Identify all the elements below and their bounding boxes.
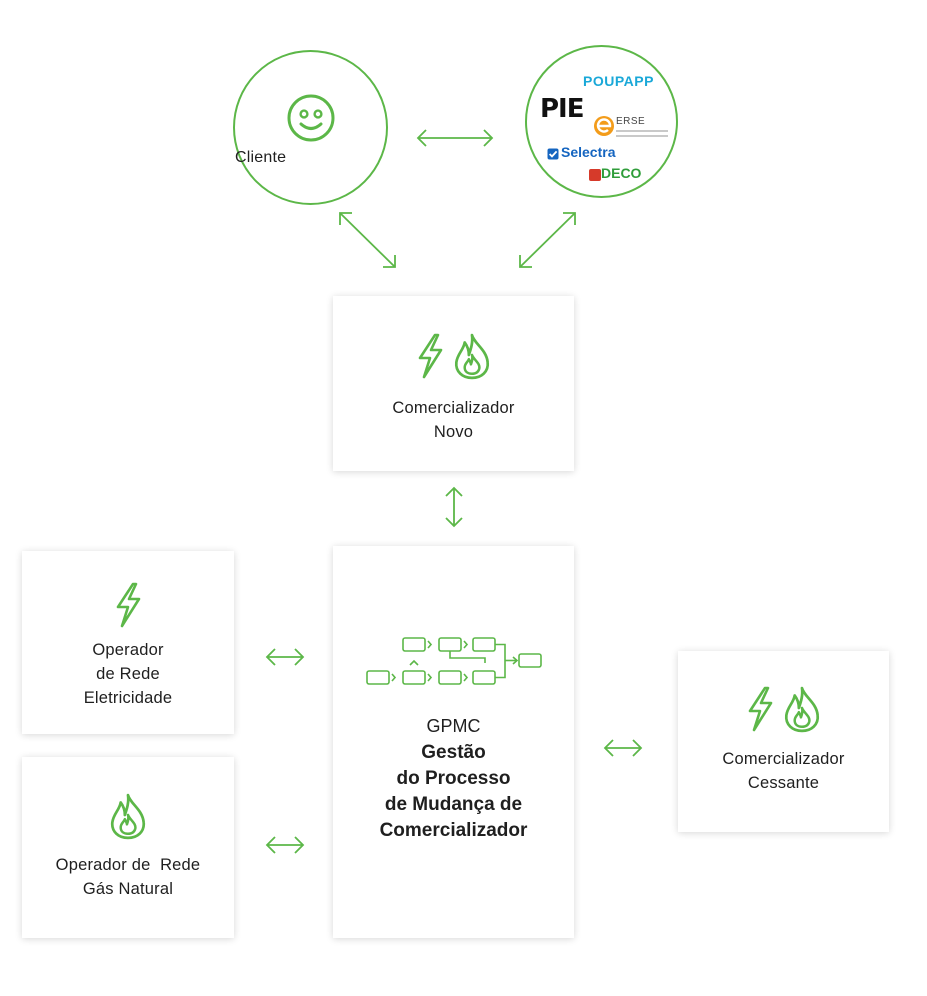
comercializador-cessante-line1: Comercializador [722, 750, 845, 768]
operador-eletricidade-line1: Operador [92, 641, 164, 659]
operador-gas-line1: Operador de Rede [55, 856, 201, 874]
gpmc-line2: do Processo [396, 768, 511, 789]
comercializador-cessante-card: Comercializador Cessante [678, 651, 889, 832]
selectra-logo: Selectra [561, 144, 616, 160]
comercializador-novo-line2: Novo [433, 423, 474, 441]
arrow-novo-gpmc [445, 486, 463, 528]
flame-icon [107, 792, 149, 840]
gpmc-line4: Comercializador [379, 820, 528, 841]
cliente-node: Cliente [233, 50, 388, 205]
arrow-partners-novo [519, 212, 576, 268]
operador-eletricidade-line2: de Rede [96, 665, 160, 683]
flame-icon [781, 685, 823, 733]
deco-mark [589, 169, 601, 181]
erse-logo: ERSE [616, 116, 646, 127]
erse-e-icon [594, 116, 614, 136]
flame-icon [451, 332, 493, 380]
gpmc-line1: Gestão [421, 742, 486, 763]
operador-eletricidade-line3: Eletricidade [83, 689, 173, 707]
gpmc-line3: de Mudança de [384, 794, 523, 815]
lightning-icon [415, 332, 445, 380]
erse-subtitle-line [616, 130, 668, 132]
operador-gas-line2: Gás Natural [82, 880, 174, 898]
pie-logo: PIE [540, 94, 584, 124]
arrow-gas-gpmc [265, 836, 305, 854]
arrow-gpmc-cessante [603, 739, 643, 757]
poupapp-logo: POUPAPP [583, 73, 654, 89]
arrow-cliente-partners [416, 129, 494, 147]
lightning-icon [745, 685, 775, 733]
operador-eletricidade-card: Operador de Rede Eletricidade [22, 551, 234, 734]
gpmc-acronym: GPMC [426, 716, 481, 736]
deco-logo: DECO [601, 165, 642, 181]
comercializador-cessante-line2: Cessante [747, 774, 820, 792]
lightning-icon [113, 581, 143, 629]
smiley-icon [287, 94, 335, 142]
operador-gas-card: Operador de Rede Gás Natural [22, 757, 234, 938]
arrow-cliente-novo [339, 212, 396, 268]
comercializador-novo-card: Comercializador Novo [333, 296, 574, 471]
process-flow-icon [365, 637, 542, 685]
erse-subtitle-line [616, 135, 668, 137]
comercializador-novo-line1: Comercializador [392, 399, 515, 417]
gpmc-card: GPMC Gestão do Processo de Mudança de Co… [333, 546, 574, 938]
selectra-check-icon [547, 148, 559, 160]
cliente-label: Cliente [235, 149, 287, 166]
arrow-eletricidade-gpmc [265, 648, 305, 666]
partners-node: POUPAPP PIE ERSE Selectra DECO [525, 45, 678, 198]
